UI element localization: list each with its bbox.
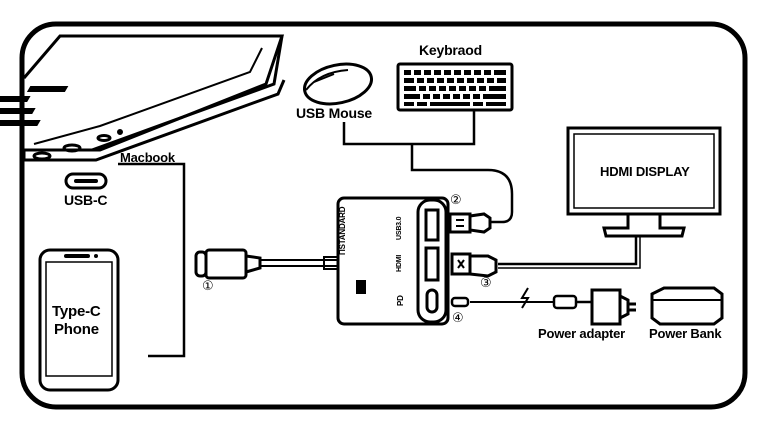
hdmi-plug-icon: [450, 252, 498, 278]
port-3-marker: ③: [480, 276, 492, 291]
macbook-label: Macbook: [120, 150, 175, 165]
phone-label-line1: Type-C: [52, 303, 101, 320]
mouse-label: USB Mouse: [296, 105, 372, 121]
power-adapter-icon: [590, 288, 636, 326]
usb-mouse-icon: [303, 62, 373, 106]
port-2-marker: ②: [450, 193, 462, 208]
usb-c-label: USB-C: [64, 192, 108, 208]
usb-c-hub-icon: [336, 196, 450, 326]
hub-brand-label: ΠSTANDARD: [338, 206, 347, 255]
power-bank-label: Power Bank: [649, 326, 722, 341]
display-label: HDMI DISPLAY: [600, 164, 690, 179]
usb-a-plug-icon: [448, 212, 492, 234]
hdmi-display-icon: [566, 126, 722, 238]
pd-plug-icon: [450, 296, 470, 308]
usb-c-port-icon: [64, 172, 108, 190]
port-1-marker: ①: [202, 279, 214, 294]
hub-pd-port-label: PD: [396, 295, 405, 306]
hub-hdmi-port-label: HDMI: [396, 254, 403, 272]
hub-usb-c-cable: [260, 259, 338, 267]
power-bank-icon: [650, 286, 724, 326]
phone-icon: [38, 248, 120, 392]
hdmi-cable: [498, 236, 638, 266]
usb-c-power-plug-icon: [552, 294, 592, 310]
keyboard-label: Keybraod: [419, 42, 482, 58]
phone-label-line2: Phone: [54, 321, 99, 338]
frame-border: [19, 21, 748, 410]
mouse-keyboard-cable: [342, 110, 514, 224]
lightning-icon: [520, 287, 530, 309]
hub-usb-port-label: USB3.0: [396, 216, 403, 240]
port-4-marker: ④: [452, 311, 464, 326]
macbook-bracket-line: [118, 162, 186, 358]
keyboard-icon: [396, 62, 514, 112]
macbook-laptop-icon: [0, 34, 286, 162]
usb-c-plug-icon: [194, 248, 262, 280]
power-adapter-label: Power adapter: [538, 326, 625, 341]
